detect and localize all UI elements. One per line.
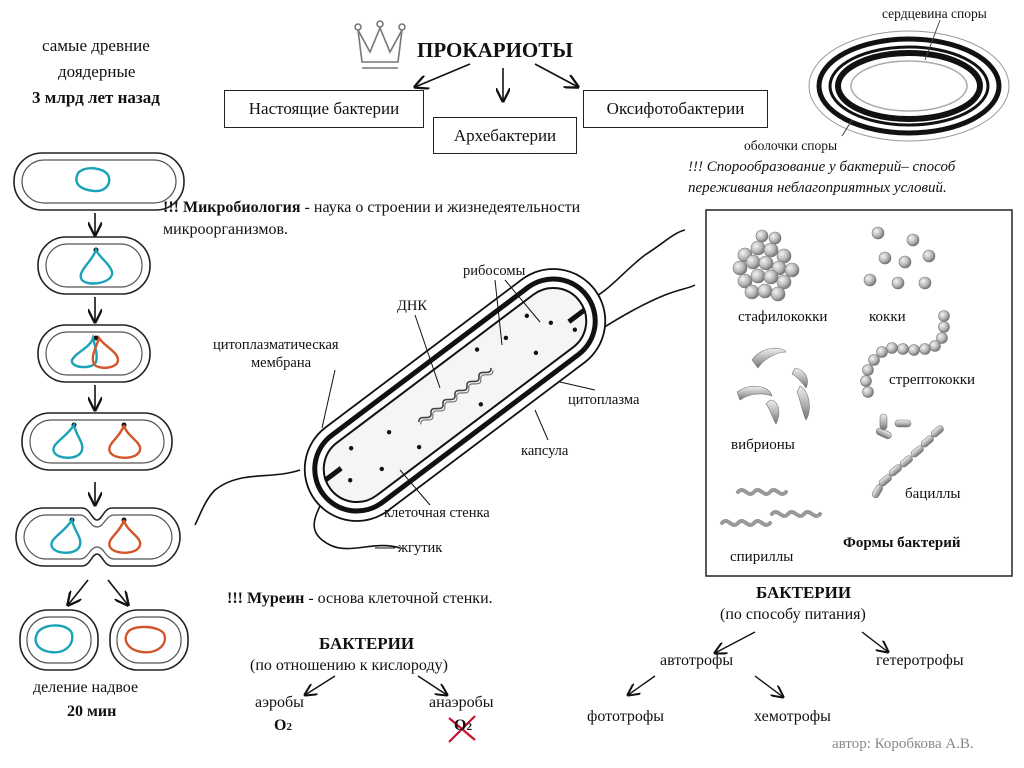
- fission-diagram: [13, 152, 189, 671]
- label-cytoplasm: цитоплазма: [568, 392, 640, 408]
- ancient-line2: доядерные: [58, 62, 136, 81]
- label-vibrio: вибрионы: [731, 437, 795, 453]
- shapes-title: Формы бактерий: [843, 535, 961, 551]
- division-line2: 20 мин: [67, 703, 117, 720]
- o2-anaerobes: O2: [454, 717, 472, 735]
- bacilli-illustration: [871, 413, 944, 499]
- crown-icon: [354, 20, 406, 69]
- nutrition-sub: (по способу питания): [720, 606, 866, 623]
- microbio-term: Микробиология: [182, 199, 301, 216]
- nutrition-title: БАКТЕРИИ: [756, 583, 852, 602]
- ancient-line3: 3 млрд лет назад: [32, 88, 160, 107]
- label-staph: стафилококки: [738, 309, 828, 325]
- label-cocci: кокки: [869, 309, 906, 325]
- division-line1: деление надвое: [33, 679, 139, 696]
- staph-illustration: [732, 229, 800, 302]
- vibrio-illustration: [736, 347, 810, 425]
- prokaryote-arrows: [415, 63, 578, 101]
- murein-term: Муреин: [246, 590, 305, 607]
- murein-prefix: !!!: [227, 590, 247, 607]
- spore-note-1: !!! Спорообразование у бактерий– способ: [688, 159, 956, 175]
- microbio-def2: микроорганизмов.: [163, 221, 289, 238]
- murein-def: - основа клеточной стенки.: [304, 590, 493, 607]
- oxygen-sub: (по отношению к кислороду): [250, 657, 448, 674]
- o2-aerobes-o: O: [274, 717, 287, 734]
- label-anaerobes: анаэробы: [429, 694, 494, 711]
- label-phototrophs: фототрофы: [587, 708, 665, 725]
- ancient-line1: самые древние: [42, 36, 150, 55]
- shapes-panel: [705, 209, 1013, 577]
- label-bacilli: бациллы: [905, 486, 961, 502]
- label-membrane-2: мембрана: [251, 355, 312, 371]
- label-capsule: капсула: [521, 443, 569, 459]
- label-ribosomes: рибосомы: [463, 263, 526, 279]
- label-cell-wall: клеточная стенка: [384, 505, 490, 521]
- label-heterotrophs: гетеротрофы: [876, 652, 964, 669]
- strep-illustration: [860, 310, 950, 398]
- spore-core-label: сердцевина споры: [882, 6, 987, 21]
- cocci-illustration: [863, 226, 936, 290]
- o2-aerobes-sub: 2: [286, 721, 292, 733]
- kingdom-oxyphoto: Оксифотобактерии: [583, 90, 768, 128]
- o2-anaerobes-sub: 2: [466, 721, 472, 733]
- oxygen-title: БАКТЕРИИ: [319, 634, 415, 653]
- microbio-prefix: !!!: [163, 199, 183, 216]
- nutrition-arrows: [628, 631, 888, 697]
- label-membrane-1: цитоплазматическая: [213, 337, 339, 353]
- kingdom-archaea: Архебактерии: [433, 117, 577, 154]
- label-chemotrophs: хемотрофы: [754, 708, 831, 725]
- oxygen-arrows: [305, 675, 447, 695]
- spore-shells-label: оболочки споры: [744, 138, 838, 153]
- o2-anaerobes-o: O: [454, 717, 467, 734]
- microbio-def1: - наука о строении и жизнедеятельности: [300, 199, 581, 216]
- o2-aerobes: O2: [274, 717, 292, 735]
- no-oxygen-cross: [448, 715, 476, 743]
- label-dna: ДНК: [397, 298, 428, 314]
- author-credit: автор: Коробкова А.В.: [832, 736, 974, 752]
- kingdom-true-bacteria: Настоящие бактерии: [224, 90, 424, 128]
- label-strep: стрептококки: [889, 372, 976, 388]
- spirilla-illustration: [720, 488, 822, 527]
- prokaryotes-title: ПРОКАРИОТЫ: [417, 38, 573, 62]
- label-flagellum: жгутик: [398, 540, 443, 556]
- spore-note-2: переживания неблагоприятных условий.: [688, 180, 947, 196]
- microbio-line1: !!! Микробиология - наука о строении и ж…: [163, 199, 580, 217]
- bacterium-diagram: [194, 229, 696, 550]
- label-aerobes: аэробы: [255, 694, 304, 711]
- spore-diagram: [808, 19, 1010, 142]
- label-autotrophs: автотрофы: [660, 652, 734, 669]
- murein-line: !!! Муреин - основа клеточной стенки.: [227, 590, 493, 608]
- label-spirilla: спириллы: [730, 549, 794, 565]
